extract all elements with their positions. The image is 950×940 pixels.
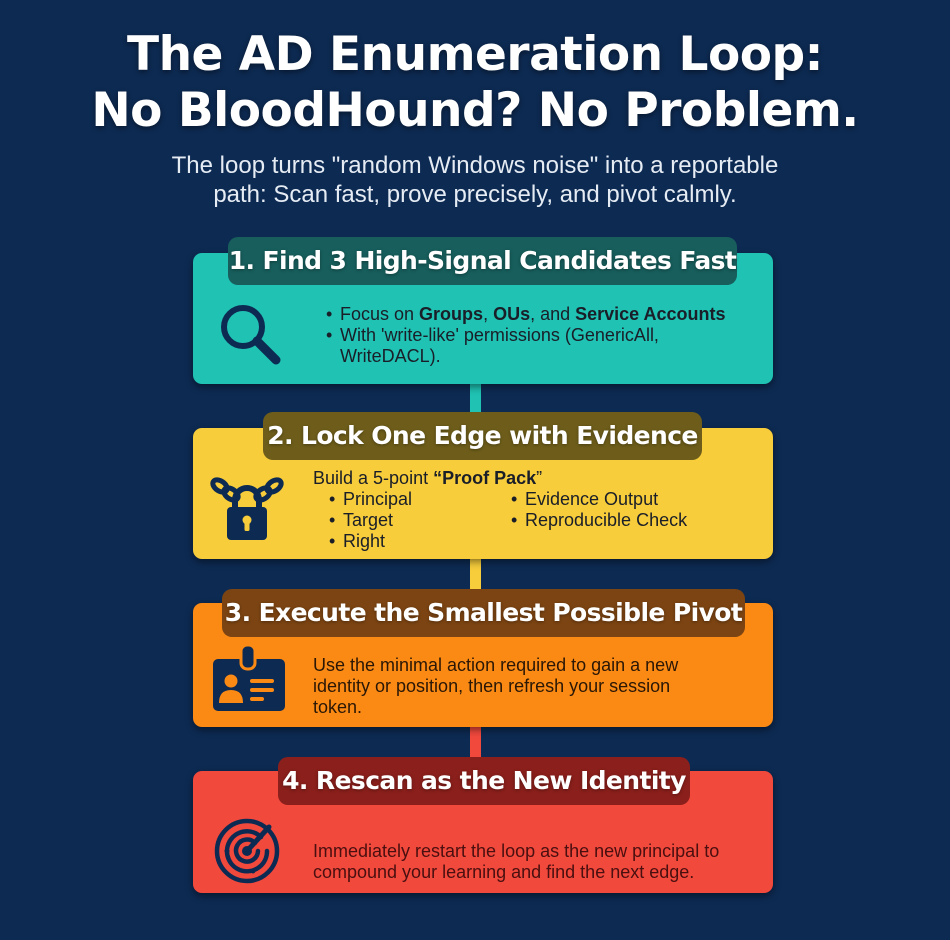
step-3-body: Use the minimal action required to gain …	[313, 655, 679, 717]
step-4-title: 4. Rescan as the New Identity	[278, 757, 690, 805]
proof-item-reproducible-check: Reproducible Check	[509, 510, 687, 531]
proof-item-right: Right	[327, 531, 412, 552]
step-4-body: Immediately restart the loop as the new …	[313, 841, 720, 882]
step-3-title: 3. Execute the Smallest Possible Pivot	[222, 589, 745, 637]
proof-item-principal: Principal	[327, 489, 412, 510]
connector-1-2	[470, 380, 481, 414]
padlock-chain-icon	[210, 477, 284, 540]
subtitle-line-2: path: Scan fast, prove precisely, and pi…	[213, 181, 737, 208]
connector-2-3	[470, 555, 481, 593]
step-2-title: 2. Lock One Edge with Evidence	[263, 412, 702, 460]
step-2-left-list: Principal Target Right	[327, 489, 412, 552]
step-2-right-list: Evidence Output Reproducible Check	[509, 489, 687, 531]
step-1-bullet-1: Focus on Groups, OUs, and Service Accoun…	[324, 304, 764, 325]
radar-target-icon	[214, 818, 280, 884]
page-title-line-2: No BloodHound? No Problem.	[91, 83, 859, 138]
proof-item-target: Target	[327, 510, 412, 531]
step-1-title: 1. Find 3 High-Signal Candidates Fast	[228, 237, 737, 285]
connector-3-4	[470, 724, 481, 760]
step-1-body: Focus on Groups, OUs, and Service Accoun…	[324, 304, 764, 367]
id-badge-icon	[213, 643, 285, 711]
step-2-intro: Build a 5-point “Proof Pack”	[313, 468, 543, 488]
step-1-bullet-2: With 'write-like' permissions (GenericAl…	[324, 325, 764, 367]
magnifying-glass-icon	[221, 305, 281, 365]
page-title-line-1: The AD Enumeration Loop:	[127, 27, 823, 82]
subtitle-line-1: The loop turns "random Windows noise" in…	[171, 152, 779, 179]
proof-item-evidence-output: Evidence Output	[509, 489, 687, 510]
